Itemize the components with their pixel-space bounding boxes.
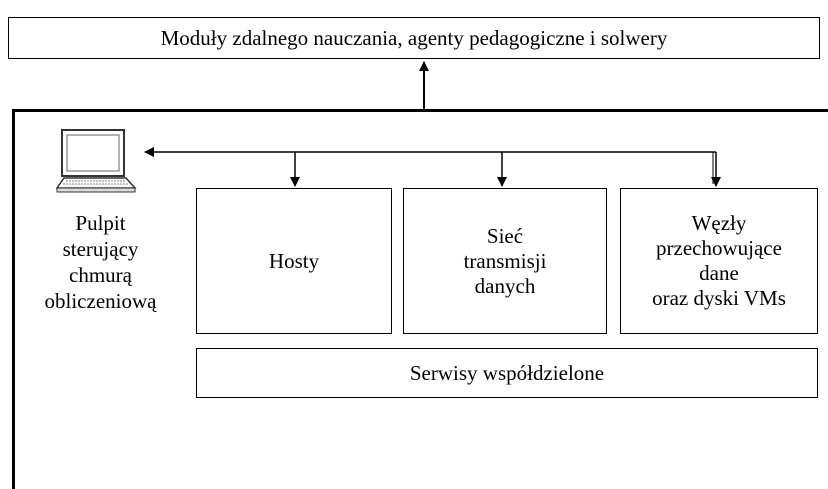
shared-services-box: Serwisy współdzielone	[196, 348, 818, 398]
cloud-frame	[12, 109, 828, 489]
control-panel-label: Pulpit sterujący chmurą obliczeniową	[28, 210, 173, 314]
storage-line-1: Węzły	[691, 211, 747, 235]
storage-line-2: przechowujące	[656, 236, 782, 260]
storage-nodes-box: Węzły przechowujące dane oraz dyski VMs	[620, 188, 818, 334]
hosts-box: Hosty	[196, 188, 392, 334]
storage-line-3: dane	[699, 261, 739, 285]
network-box: Sieć transmisji danych	[403, 188, 607, 334]
learning-modules-label: Moduły zdalnego nauczania, agenty pedago…	[160, 25, 668, 50]
shared-services-label: Serwisy współdzielone	[409, 360, 605, 385]
network-line-3: danych	[474, 273, 536, 298]
control-panel-line-2: sterujący	[62, 237, 139, 261]
control-panel-line-1: Pulpit	[75, 211, 126, 235]
hosts-label: Hosty	[268, 248, 320, 273]
control-panel-line-3: chmurą	[69, 263, 132, 287]
connector-lines	[144, 61, 721, 187]
control-panel-line-4: obliczeniową	[44, 289, 157, 313]
storage-line-4: oraz dyski VMs	[652, 286, 786, 310]
network-line-2: transmisji	[463, 248, 547, 273]
learning-modules-box: Moduły zdalnego nauczania, agenty pedago…	[8, 17, 820, 59]
network-line-1: Sieć	[486, 223, 524, 248]
computer-icon	[56, 129, 137, 193]
